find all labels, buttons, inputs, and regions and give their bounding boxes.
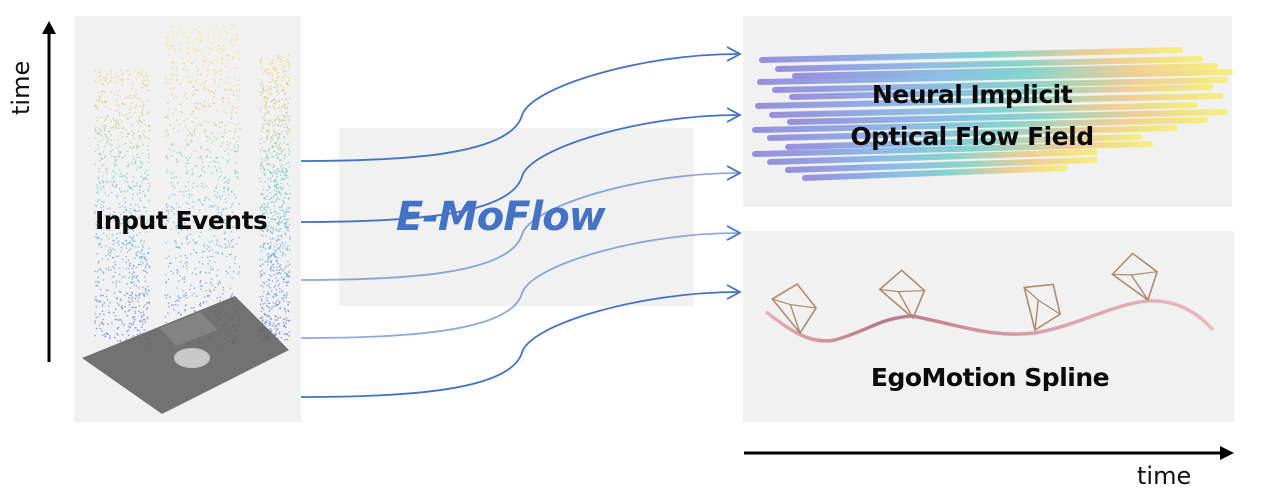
camera-frustum-icon bbox=[1023, 283, 1062, 332]
connection-arrows bbox=[300, 46, 742, 398]
flow-streak bbox=[785, 157, 1098, 173]
method-label: E-MoFlow bbox=[396, 194, 606, 240]
flow-streak bbox=[789, 84, 1213, 100]
flow-streak bbox=[752, 117, 1208, 133]
connection-curve bbox=[300, 172, 739, 281]
flow-streak bbox=[787, 109, 1228, 125]
arrowhead-icon bbox=[726, 46, 742, 62]
arrowhead-icon bbox=[726, 225, 742, 241]
optical-flow-label-line2: Optical Flow Field bbox=[850, 122, 1094, 151]
arrowhead-icon bbox=[726, 165, 742, 181]
camera-frustum-icon bbox=[1111, 252, 1158, 302]
flow-streak bbox=[759, 47, 1183, 63]
egomotion-spline bbox=[764, 299, 1215, 343]
camera-frustum-icon bbox=[878, 269, 926, 320]
arrowhead-icon bbox=[726, 284, 742, 300]
flow-streak bbox=[752, 141, 1153, 157]
flow-streak bbox=[772, 77, 1228, 93]
flow-streak bbox=[802, 165, 1068, 181]
event-point-cloud bbox=[94, 24, 291, 346]
egomotion-spline-label: EgoMotion Spline bbox=[870, 363, 1110, 392]
flow-streak bbox=[767, 149, 1098, 165]
flow-streak bbox=[757, 69, 1233, 85]
arrowhead-icon bbox=[726, 107, 742, 123]
flow-streak bbox=[792, 63, 1218, 79]
connection-curve bbox=[300, 291, 739, 398]
flow-streak bbox=[775, 56, 1203, 72]
egomotion-spline-panel bbox=[743, 231, 1234, 422]
connection-curve bbox=[300, 53, 739, 162]
time-axis-vertical-label: time bbox=[7, 60, 35, 115]
input-events-label: Input Events bbox=[95, 206, 268, 235]
time-axis-horizontal-label: time bbox=[1137, 462, 1192, 490]
arrowhead-icon bbox=[1220, 446, 1234, 460]
flow-field-streaks bbox=[752, 47, 1233, 181]
camera-frustum-icon bbox=[771, 282, 818, 335]
flow-streak bbox=[755, 93, 1223, 109]
camera-poses bbox=[771, 252, 1158, 335]
arrowhead-icon bbox=[42, 21, 56, 34]
time-axis-horizontal bbox=[744, 446, 1234, 460]
optical-flow-label: Neural Implicit Optical Flow Field bbox=[800, 74, 1144, 158]
flow-streak bbox=[767, 125, 1178, 141]
optical-flow-label-line1: Neural Implicit bbox=[871, 80, 1073, 109]
connection-curve bbox=[300, 114, 739, 223]
flow-streak bbox=[785, 134, 1143, 150]
connection-curve bbox=[300, 232, 739, 339]
flow-streak bbox=[769, 102, 1198, 118]
time-axis-vertical bbox=[42, 21, 56, 362]
scene-floor bbox=[82, 296, 289, 414]
